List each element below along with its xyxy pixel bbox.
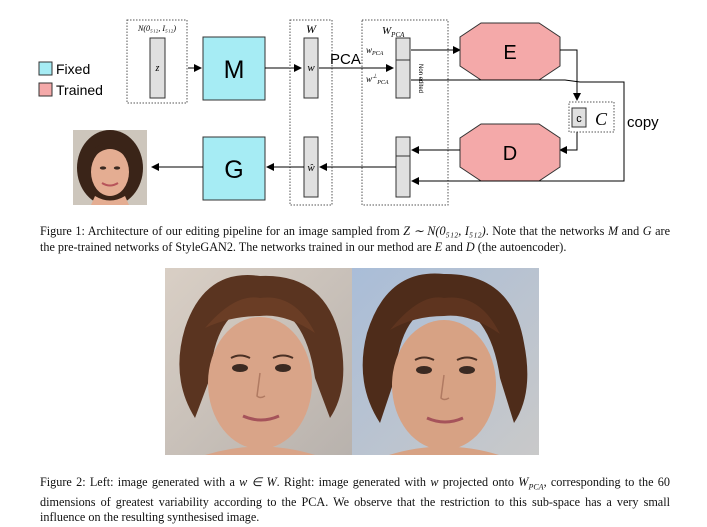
- w-vector: [303, 37, 319, 99]
- normal-dist-label: N(0₅₁₂, I₅₁₂): [137, 24, 176, 33]
- w-pca-vector: [395, 37, 411, 99]
- pca-label: PCA: [330, 51, 361, 68]
- legend-fixed-label: Fixed: [56, 61, 90, 77]
- w-pca-space-label: WPCA: [382, 25, 405, 39]
- legend-fixed-swatch: [38, 61, 53, 76]
- m-label: M: [224, 56, 245, 84]
- copy-arrow: [411, 79, 625, 185]
- w-pca-dotted-box: [361, 19, 449, 206]
- w-label: w: [307, 62, 315, 74]
- figure2-caption: Figure 2: Left: image generated with a w…: [40, 475, 670, 525]
- legend-trained-label: Trained: [56, 82, 103, 98]
- face-left-w: [165, 268, 352, 455]
- w-hat-label: ŵ: [307, 162, 315, 174]
- face-right-wpca: [352, 268, 539, 455]
- legend-trained-swatch: [38, 82, 53, 97]
- copy-label: copy: [627, 114, 659, 131]
- architecture-diagram: Fixed Trained N(0₅₁₂, I₅₁₂) z M W w ŵ PC…: [38, 19, 659, 206]
- non-edited-label: Non edited: [417, 64, 423, 93]
- w-pca-perp-label: w⊥PCA: [366, 73, 389, 86]
- c-label: c: [576, 113, 582, 125]
- w-pca-reconstructed-vector: [395, 136, 411, 198]
- calc-label: C: [595, 109, 608, 129]
- w-space-dotted-box: [289, 19, 333, 206]
- generator-g: [202, 136, 266, 201]
- z-vector: [149, 37, 166, 99]
- e-label: E: [503, 42, 516, 64]
- generated-face-small: [73, 130, 147, 205]
- latent-c-dotted-box: [568, 101, 615, 133]
- figure1-caption: Figure 1: Architecture of our editing pi…: [40, 224, 670, 254]
- d-label: D: [503, 143, 517, 165]
- c-vector: [571, 107, 587, 128]
- w-space-label: W: [306, 22, 317, 36]
- g-label: G: [224, 156, 243, 184]
- z-label: z: [155, 63, 160, 74]
- w-pca-label: wPCA: [366, 45, 384, 57]
- latent-z-dotted-box: [126, 19, 188, 104]
